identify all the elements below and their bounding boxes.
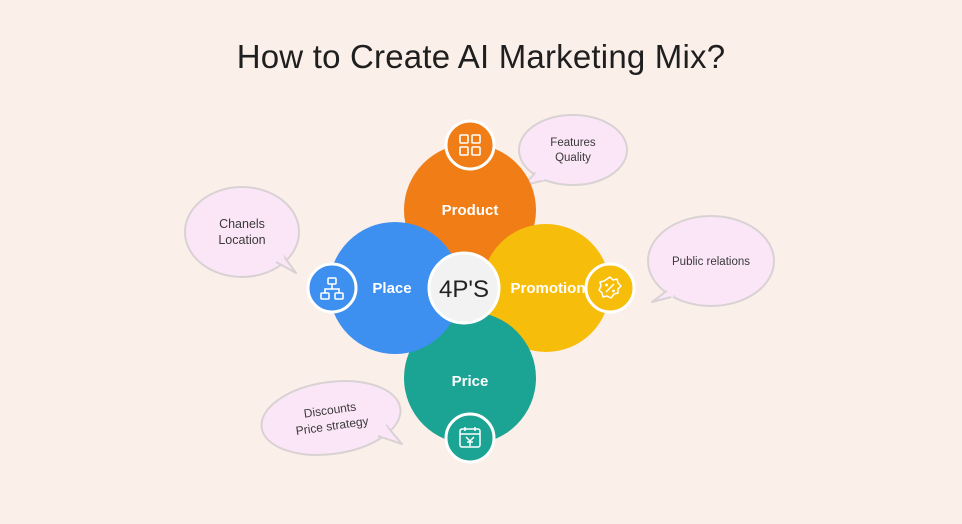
- grid-icon: [444, 119, 496, 171]
- bubble-price: Discounts Price strategy: [260, 380, 403, 456]
- petal-promotion: [482, 224, 610, 352]
- page-title: How to Create AI Marketing Mix?: [236, 38, 726, 75]
- center-circle: [427, 251, 501, 325]
- bubble-product-line-1: Features: [550, 137, 596, 149]
- bubble-promotion: Public relations: [647, 215, 775, 307]
- bubble-promotion-line-1: Public relations: [672, 256, 750, 268]
- bubble-product-line-2: Quality: [555, 152, 591, 164]
- bubble-place: Chanels Location: [184, 186, 300, 278]
- petal-price: [404, 312, 536, 444]
- sitemap-icon: [306, 262, 358, 314]
- petal-product-label: Product: [442, 202, 499, 219]
- petal-place: [329, 222, 461, 354]
- bubble-place-line-1: Chanels: [219, 217, 265, 231]
- price-tag-icon: [444, 412, 496, 464]
- petal-promotion-label: Promotion: [511, 280, 586, 297]
- bubble-place-line-2: Location: [218, 233, 265, 247]
- petal-place-label: Place: [372, 280, 411, 297]
- center-label: 4P'S: [439, 276, 489, 303]
- discount-badge-icon: [584, 262, 636, 314]
- bubble-product: Features Quality: [518, 114, 628, 186]
- petal-price-label: Price: [452, 373, 489, 390]
